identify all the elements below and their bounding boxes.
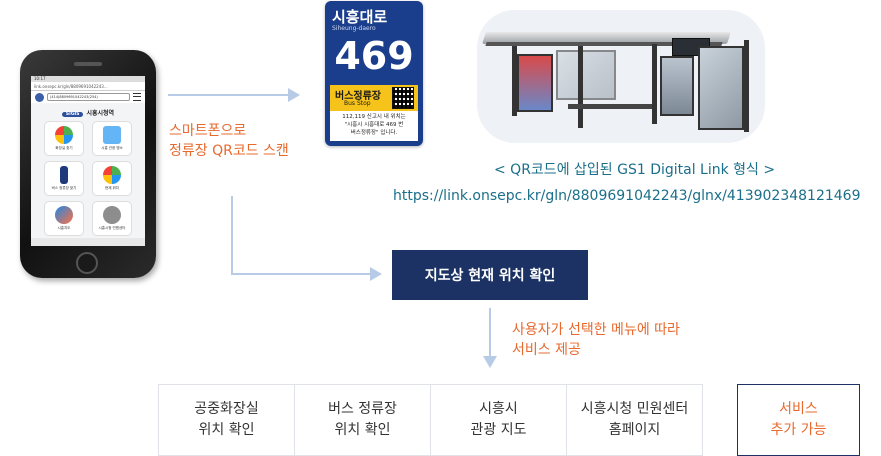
phone-tile-grid: 화장실 찾기 시흥 관광 명소 버스 정류장 찾기 현재 위치 시흥지도 시흥시… [31,121,145,236]
shelter-post [744,40,749,132]
stop-info-line: 112,119 신고시 내 위치는 [342,114,406,120]
phone-tile: 시흥지도 [44,201,84,236]
shelter-post [578,46,583,128]
phone-screen: 10:17 link.onsepc.kr/gln/8809691042243..… [31,76,145,246]
scan-line-1: 스마트폰으로 [169,123,247,139]
shelter-post [512,46,517,116]
shelter-post [652,44,657,124]
location-icon [103,166,121,184]
shelter-bench [568,104,654,109]
qr-code-icon [392,87,414,109]
menu-instruction: 사용자가 선택한 메뉴에 따라 서비스 제공 [512,320,680,360]
home-button-icon [76,252,98,274]
phone-status-bar: 10:17 [31,76,145,82]
shelter-ad-panel [517,54,553,112]
stop-type-band: 버스정류장 Bus Stop [330,85,418,111]
stop-info-line: 버스정류장" 입니다. [350,130,398,136]
phone-url-bar: link.onsepc.kr/gln/8809691042243... [31,82,145,91]
arrow-line [231,196,233,274]
stop-info-line: "시흥시 시흥대로 469 번 [344,122,404,128]
app-logo-icon [35,92,44,102]
phone-tile: 시흥 관광 명소 [92,121,132,156]
phone-tile: 화장실 찾기 [44,121,84,156]
arrow-right-icon [370,267,382,281]
phone-app-header: (414)8809691042243(254) [31,91,145,103]
location-check-box: 지도상 현재 위치 확인 [392,250,588,300]
arrow-line [489,308,491,358]
phone-tile: 버스 정류장 찾기 [44,161,84,196]
phone-speaker [74,62,102,66]
stop-name-roman: Siheung-daero [332,25,376,32]
digital-link-caption: < QR코드에 삽입된 GS1 Digital Link 형식 > [494,162,776,178]
arrow-line [231,273,371,275]
arrow-line [168,94,290,96]
shelter-info-kiosk [660,56,694,116]
bus-stop-sign: 시흥대로 Siheung-daero 469 버스정류장 Bus Stop 11… [325,1,423,146]
scan-instruction: 스마트폰으로 정류장 QR코드 스캔 [169,121,289,161]
stop-name: 시흥대로 [332,8,388,26]
app-title-text: 시흥시청역 [86,110,115,117]
menu-line-1: 사용자가 선택한 메뉴에 따라 [512,322,680,338]
phone-nav-bar [31,238,145,246]
phone-tile: 시흥시청 민원센터 [92,201,132,236]
smartphone-illustration: 10:17 link.onsepc.kr/gln/8809691042243..… [20,50,156,278]
stop-type-en: Bus Stop [344,100,371,107]
hamburger-menu-icon [133,93,141,101]
scan-line-2: 정류장 QR코드 스캔 [169,143,289,159]
city-map-icon [55,206,73,224]
stop-number: 469 [334,34,414,78]
arrow-right-icon [288,88,300,102]
gln-field: (414)8809691042243(254) [47,93,130,101]
stop-type-kr: 버스정류장 [335,91,381,102]
stop-info-panel: 112,119 신고시 내 위치는 "시흥시 시흥대로 469 번 버스정류장"… [330,111,418,141]
menu-line-2: 서비스 제공 [512,342,581,358]
shelter-glass-panel [556,50,616,100]
phone-tile: 현재 위치 [92,161,132,196]
map-icon [55,126,73,144]
civil-center-icon [103,206,121,224]
arrow-down-icon [483,356,497,368]
app-badge: SIGIS [61,112,84,117]
bus-stop-icon [60,166,68,184]
digital-link-url: https://link.onsepc.kr/gln/8809691042243… [393,188,861,204]
shelter-side-panel [698,46,744,130]
tour-icon [103,126,121,144]
